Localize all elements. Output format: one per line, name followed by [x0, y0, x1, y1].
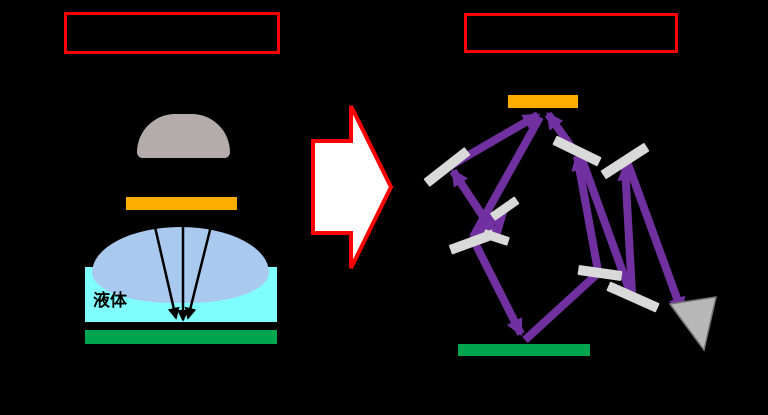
mirror	[606, 281, 660, 313]
beam-segment	[617, 163, 636, 294]
beam-segment	[571, 153, 602, 272]
mirror	[490, 196, 520, 221]
mirror-group	[423, 135, 660, 313]
beam-group	[447, 111, 686, 343]
focus-arrow-group	[150, 213, 216, 322]
left-title-box	[64, 12, 280, 54]
right-orange-bar	[508, 95, 578, 108]
beam-segment	[624, 162, 686, 315]
immersion-lens-dome	[92, 227, 269, 303]
objective-lens-dome	[137, 114, 230, 158]
focus-arrow	[150, 213, 180, 320]
mirror	[482, 229, 510, 246]
transform-block-arrow	[311, 105, 394, 269]
left-orange-bar	[126, 197, 237, 210]
right-substrate-bar	[458, 344, 590, 356]
mirror	[423, 147, 471, 187]
liquid-label: 液体	[93, 291, 127, 311]
mirror	[552, 135, 602, 167]
left-substrate-bar	[85, 330, 277, 344]
detector-cone	[668, 296, 717, 352]
focus-arrow	[184, 213, 216, 320]
beam-segment	[471, 241, 525, 337]
mirror	[577, 265, 623, 281]
beam-segment	[522, 272, 599, 343]
beam-segment	[576, 152, 634, 294]
beam-segment	[449, 168, 500, 239]
right-title-box	[464, 13, 678, 53]
mirror	[600, 143, 650, 179]
